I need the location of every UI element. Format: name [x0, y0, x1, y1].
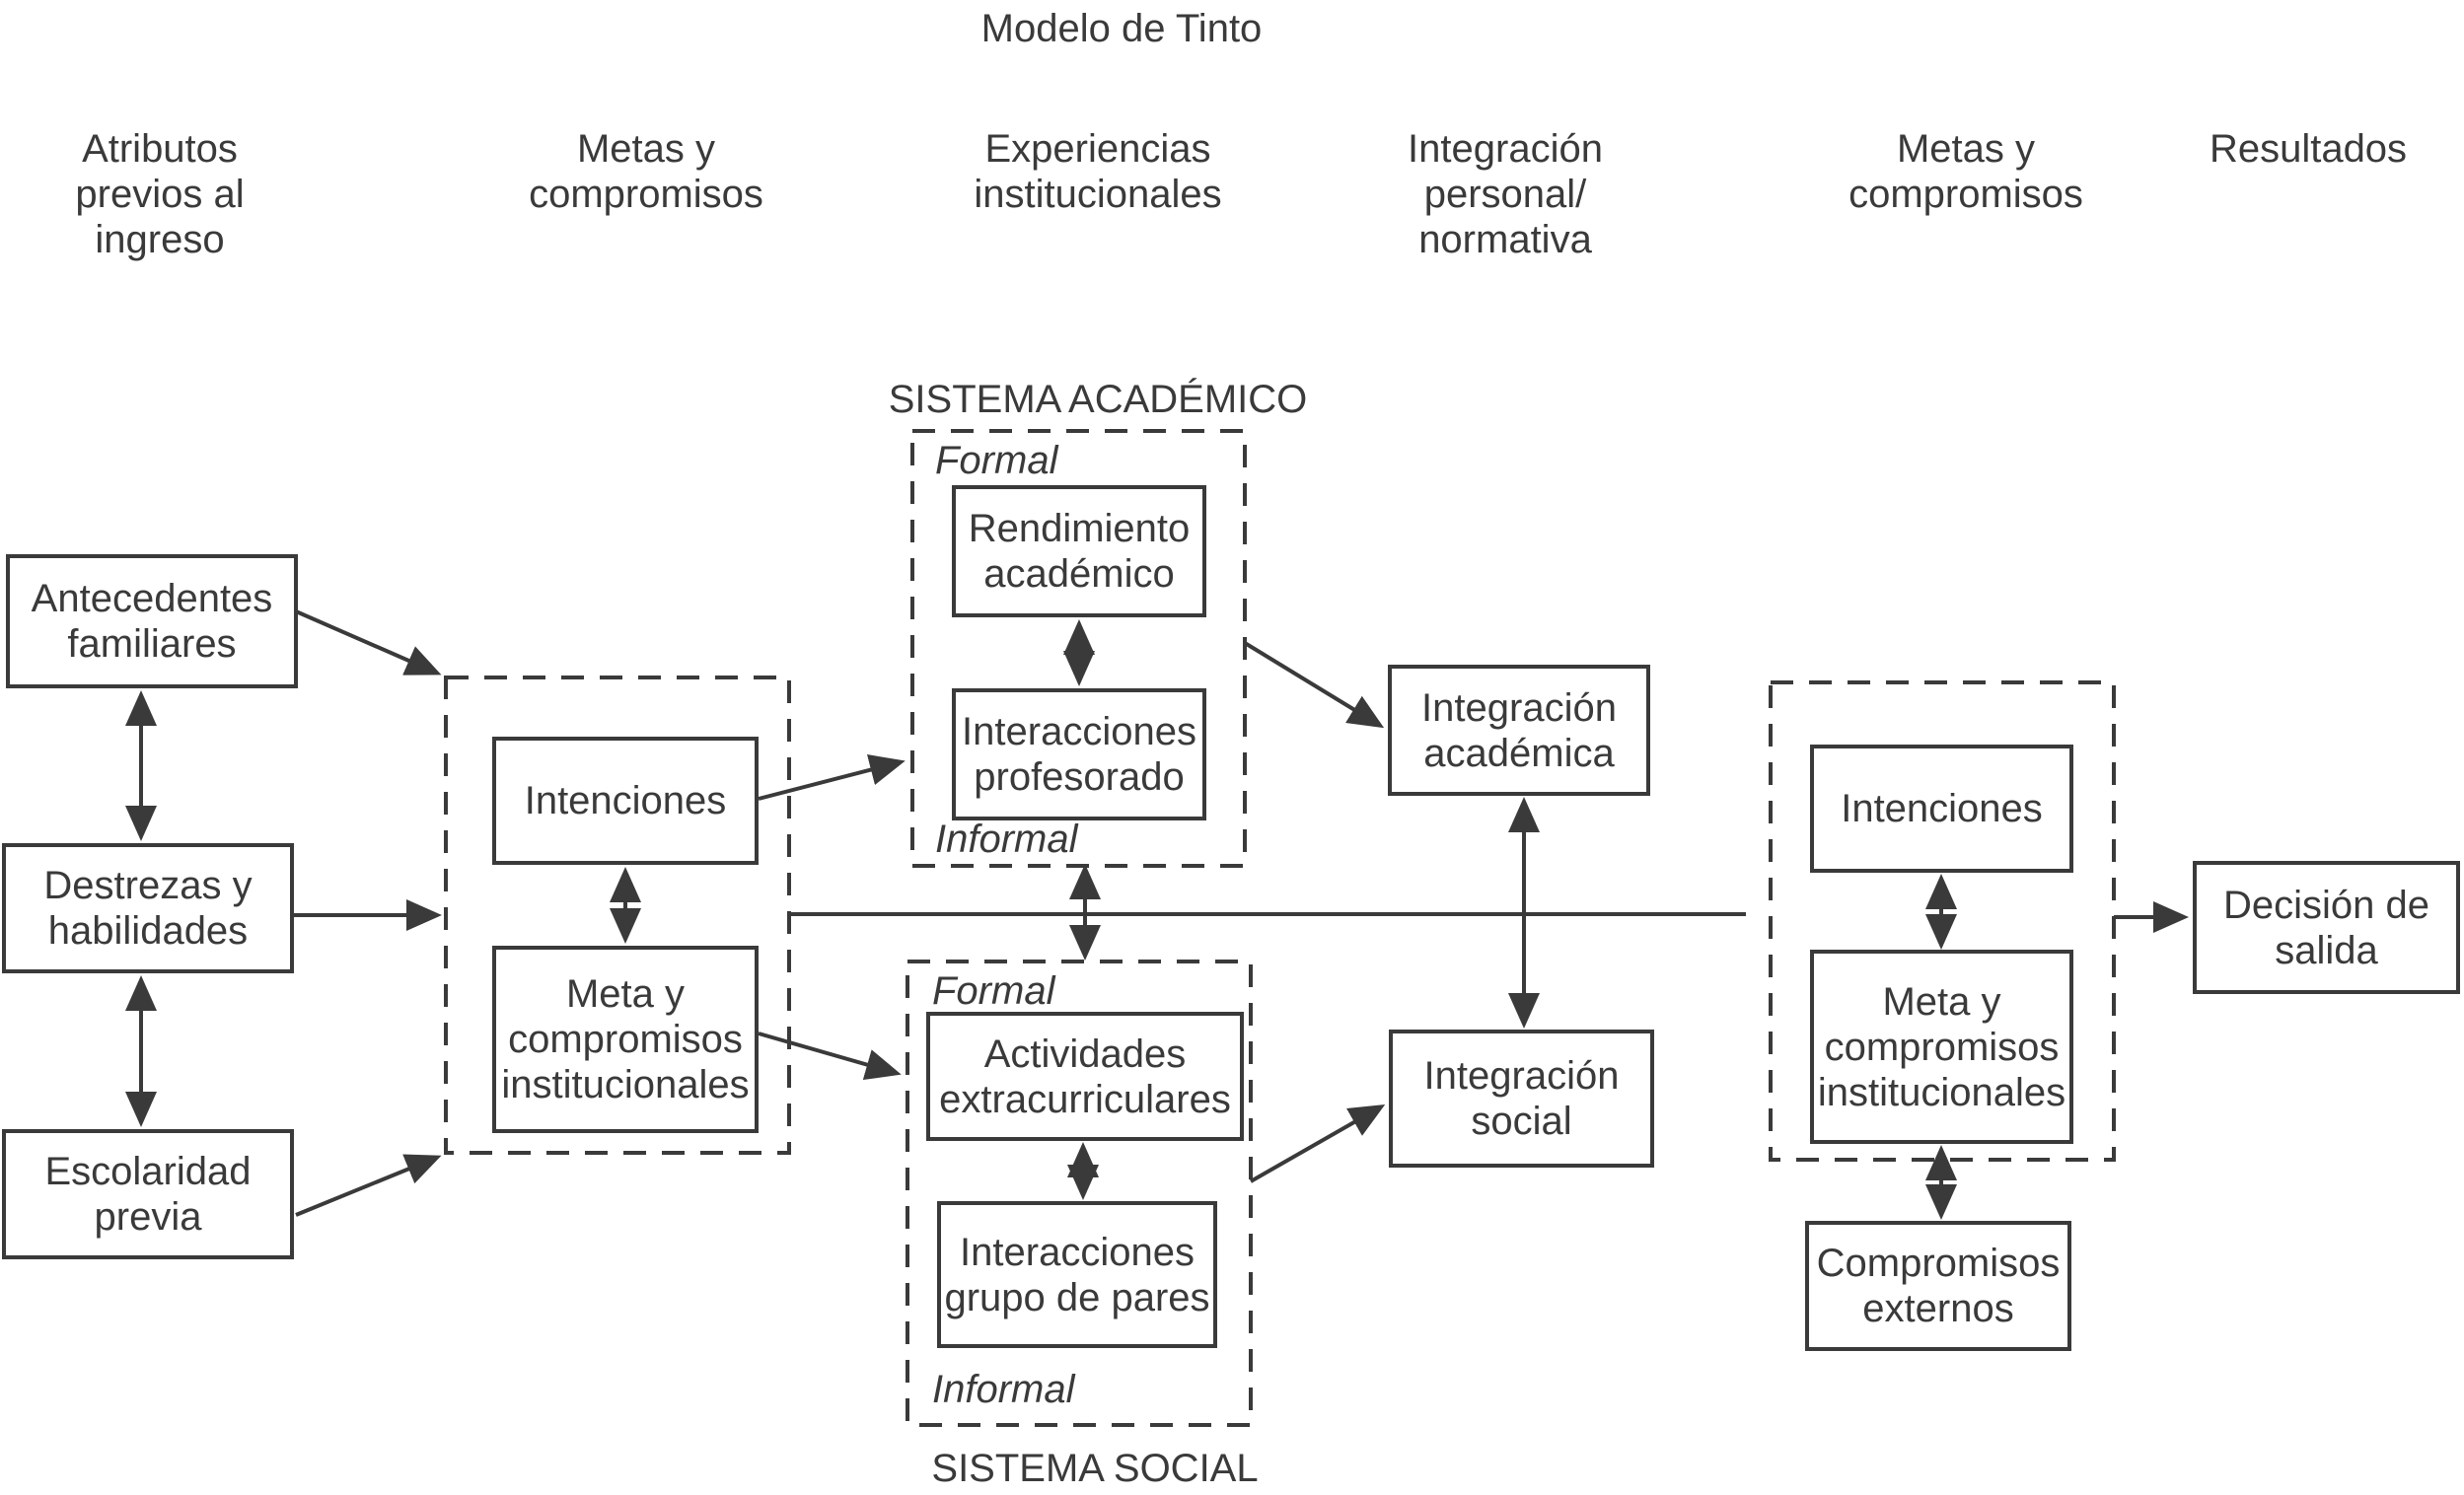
dashed-box-metas-right	[1769, 680, 2116, 1162]
page-title: Modelo de Tinto	[980, 7, 1263, 50]
column-header-atributos: Atributos previos al ingreso	[75, 127, 245, 261]
node-decision-salida: Decisión de salida	[2193, 861, 2460, 994]
informal-social-label: Informal	[932, 1368, 1075, 1411]
arrow-antecedentes-to-metas	[295, 609, 442, 676]
node-escolaridad-previa: Escolaridad previa	[2, 1129, 294, 1259]
node-rendimiento-academico: Rendimiento académico	[952, 485, 1206, 617]
arrow-escolaridad-to-metas	[295, 1154, 442, 1217]
node-intenciones-right: Intenciones	[1810, 745, 2073, 873]
node-integracion-academica: Integración académica	[1388, 665, 1650, 796]
node-antecedentes-familiares: Antecedentes familiares	[6, 554, 298, 688]
column-header-experiencias: Experiencias institucionales	[974, 127, 1222, 216]
node-interacciones-profesorado: Interacciones profesorado	[952, 688, 1206, 820]
sistema-social-title: SISTEMA SOCIAL	[931, 1447, 1259, 1490]
node-actividades-extracurriculares: Actividades extracurriculares	[926, 1012, 1244, 1141]
column-header-integracion: Integración personal/ normativa	[1408, 127, 1603, 261]
node-destrezas-habilidades: Destrezas y habilidades	[2, 843, 294, 973]
column-header-metas-2: Metas y compromisos	[1848, 127, 2083, 216]
informal-academico-label: Informal	[935, 818, 1078, 861]
arrow-social-to-integracion-social	[1250, 1104, 1386, 1183]
sistema-academico-title: SISTEMA ACADÉMICO	[888, 378, 1308, 421]
column-header-resultados: Resultados	[2209, 127, 2408, 171]
arrow-intenciones-to-academico	[758, 754, 906, 801]
arrow-meta-to-social	[758, 1032, 902, 1081]
node-meta-compromisos-left: Meta y compromisos institucionales	[492, 946, 759, 1133]
dashed-box-sistema-social	[906, 960, 1253, 1427]
formal-academico-label: Formal	[935, 439, 1058, 482]
node-meta-compromisos-right: Meta y compromisos institucionales	[1810, 950, 2073, 1144]
node-integracion-social: Integración social	[1389, 1030, 1654, 1168]
node-compromisos-externos: Compromisos externos	[1805, 1221, 2071, 1351]
column-header-metas-1: Metas y compromisos	[529, 127, 763, 216]
node-interacciones-grupo-pares: Interacciones grupo de pares	[937, 1201, 1217, 1348]
formal-social-label: Formal	[932, 969, 1055, 1013]
arrow-academico-to-integracion-academica	[1243, 641, 1385, 729]
node-intenciones-left: Intenciones	[492, 737, 759, 865]
